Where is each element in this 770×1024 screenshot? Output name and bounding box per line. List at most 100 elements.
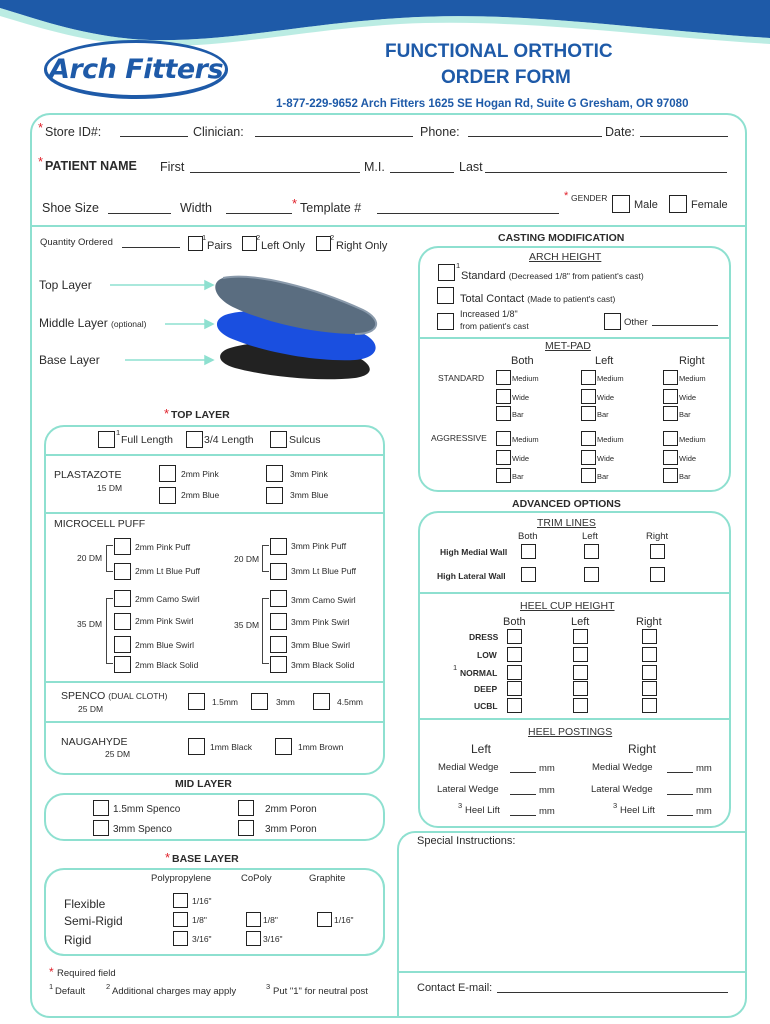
metpad-standard-right-wide-checkbox[interactable] (663, 389, 678, 404)
mid-poron3-checkbox[interactable] (238, 820, 254, 836)
micro-2pinkswirl-checkbox[interactable] (114, 613, 131, 630)
metpad-standard-both-wide-checkbox[interactable] (496, 389, 511, 404)
increased-checkbox[interactable] (437, 313, 454, 330)
medial-left-checkbox[interactable] (584, 544, 599, 559)
quantity-field[interactable] (122, 247, 180, 248)
metpad-standard-both-bar-checkbox[interactable] (496, 406, 511, 421)
heelcup-dress-both-checkbox[interactable] (507, 629, 522, 644)
metpad-aggressive-left-medium-checkbox[interactable] (581, 431, 596, 446)
metpad-standard-left-medium-checkbox[interactable] (581, 370, 596, 385)
poly-flexible-checkbox[interactable] (173, 893, 188, 908)
metpad-standard-left-wide-checkbox[interactable] (581, 389, 596, 404)
last-name-field[interactable] (485, 172, 727, 173)
heelcup-normal-left-checkbox[interactable] (573, 665, 588, 680)
copoly-rigid-checkbox[interactable] (246, 931, 261, 946)
male-checkbox[interactable] (612, 195, 630, 213)
medial-right-checkbox[interactable] (650, 544, 665, 559)
heelcup-low-right-checkbox[interactable] (642, 647, 657, 662)
heelcup-deep-both-checkbox[interactable] (507, 681, 522, 696)
metpad-aggressive-both-bar-checkbox[interactable] (496, 468, 511, 483)
heelcup-dress-right-checkbox[interactable] (642, 629, 657, 644)
heelcup-ucbl-left-checkbox[interactable] (573, 698, 588, 713)
heelcup-ucbl-both-checkbox[interactable] (507, 698, 522, 713)
metpad-aggressive-right-wide-checkbox[interactable] (663, 450, 678, 465)
micro-2pink-checkbox[interactable] (114, 538, 131, 555)
full-length-checkbox[interactable] (98, 431, 115, 448)
special-instructions-box[interactable] (397, 831, 747, 1018)
metpad-standard-both-medium-checkbox[interactable] (496, 370, 511, 385)
copoly-semirigid-checkbox[interactable] (246, 912, 261, 927)
heelcup-deep-left-checkbox[interactable] (573, 681, 588, 696)
mi-field[interactable] (390, 172, 454, 173)
heelcup-low-left-checkbox[interactable] (573, 647, 588, 662)
heelcup-ucbl-right-checkbox[interactable] (642, 698, 657, 713)
graphite-semirigid-checkbox[interactable] (317, 912, 332, 927)
micro-3ltblue-checkbox[interactable] (270, 563, 287, 580)
metpad-aggressive-both-medium-checkbox[interactable] (496, 431, 511, 446)
mid-poron2-checkbox[interactable] (238, 800, 254, 816)
micro-2blueswirl-checkbox[interactable] (114, 636, 131, 653)
mid-spenco3-checkbox[interactable] (93, 820, 109, 836)
spenco-15-checkbox[interactable] (188, 693, 205, 710)
metpad-aggressive-right-medium-checkbox[interactable] (663, 431, 678, 446)
heelcup-deep-right-checkbox[interactable] (642, 681, 657, 696)
medial-wedge-right-field[interactable] (667, 772, 693, 773)
metpad-standard-right-medium-checkbox[interactable] (663, 370, 678, 385)
standard-checkbox[interactable] (438, 264, 455, 281)
heel-lift-right-field[interactable] (667, 815, 693, 816)
sulcus-checkbox[interactable] (270, 431, 287, 448)
lateral-wedge-right-field[interactable] (667, 794, 693, 795)
micro-3black-checkbox[interactable] (270, 656, 287, 673)
metpad-aggressive-left-wide-checkbox[interactable] (581, 450, 596, 465)
plastazote-2blue-checkbox[interactable] (159, 487, 176, 504)
metpad-aggressive-left-bar-checkbox[interactable] (581, 468, 596, 483)
store-id-field[interactable] (120, 136, 188, 137)
width-field[interactable] (226, 213, 292, 214)
micro-3pink-checkbox[interactable] (270, 538, 287, 555)
total-contact-checkbox[interactable] (437, 287, 454, 304)
micro-2black-checkbox[interactable] (114, 656, 131, 673)
template-field[interactable] (377, 213, 559, 214)
heelcup-dress-left-checkbox[interactable] (573, 629, 588, 644)
contact-email-field[interactable] (497, 992, 728, 993)
lateral-wedge-left-field[interactable] (510, 794, 536, 795)
heelcup-low-both-checkbox[interactable] (507, 647, 522, 662)
heelcup-normal-both-checkbox[interactable] (507, 665, 522, 680)
plastazote-3blue-checkbox[interactable] (266, 487, 283, 504)
micro-3camo-checkbox[interactable] (270, 590, 287, 607)
metpad-aggressive-right-bar-checkbox[interactable] (663, 468, 678, 483)
plastazote-3pink-checkbox[interactable] (266, 465, 283, 482)
clinician-field[interactable] (255, 136, 413, 137)
other-checkbox[interactable] (604, 313, 621, 330)
medial-wedge-left-field[interactable] (510, 772, 536, 773)
lateral-left-checkbox[interactable] (584, 567, 599, 582)
lateral-both-checkbox[interactable] (521, 567, 536, 582)
metpad-standard-left-bar-checkbox[interactable] (581, 406, 596, 421)
left-only-checkbox[interactable] (242, 236, 257, 251)
naugahyde-brown-checkbox[interactable] (275, 738, 292, 755)
lateral-right-checkbox[interactable] (650, 567, 665, 582)
micro-2camo-checkbox[interactable] (114, 590, 131, 607)
micro-3pinkswirl-checkbox[interactable] (270, 613, 287, 630)
phone-field[interactable] (468, 136, 602, 137)
poly-semirigid-checkbox[interactable] (173, 912, 188, 927)
heelcup-normal-right-checkbox[interactable] (642, 665, 657, 680)
date-field[interactable] (640, 136, 728, 137)
medial-both-checkbox[interactable] (521, 544, 536, 559)
metpad-standard-right-bar-checkbox[interactable] (663, 406, 678, 421)
spenco-45-checkbox[interactable] (313, 693, 330, 710)
heel-lift-left-field[interactable] (510, 815, 536, 816)
first-name-field[interactable] (190, 172, 360, 173)
spenco-3-checkbox[interactable] (251, 693, 268, 710)
mid-spenco15-checkbox[interactable] (93, 800, 109, 816)
female-checkbox[interactable] (669, 195, 687, 213)
micro-3blueswirl-checkbox[interactable] (270, 636, 287, 653)
poly-rigid-checkbox[interactable] (173, 931, 188, 946)
other-field[interactable] (652, 325, 718, 326)
micro-2ltblue-checkbox[interactable] (114, 563, 131, 580)
metpad-aggressive-both-wide-checkbox[interactable] (496, 450, 511, 465)
shoe-size-field[interactable] (108, 213, 171, 214)
plastazote-2pink-checkbox[interactable] (159, 465, 176, 482)
three-quarter-checkbox[interactable] (186, 431, 203, 448)
right-only-checkbox[interactable] (316, 236, 331, 251)
